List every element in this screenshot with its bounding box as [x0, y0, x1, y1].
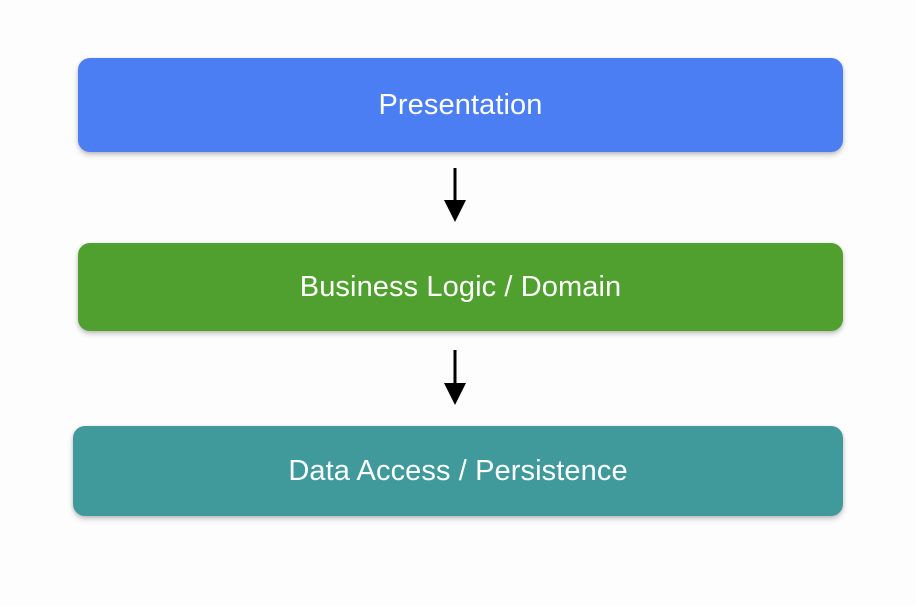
layer-box-business-logic[interactable]: Business Logic / Domain	[78, 243, 843, 331]
layer-label-data-access: Data Access / Persistence	[288, 454, 628, 487]
layer-box-data-access[interactable]: Data Access / Persistence	[73, 426, 843, 516]
layer-label-presentation: Presentation	[378, 88, 543, 121]
layer-box-presentation[interactable]: Presentation	[78, 58, 843, 152]
arrow-presentation-to-business-icon	[444, 168, 466, 222]
arrow-business-to-data-icon	[444, 350, 466, 405]
layer-label-business-logic: Business Logic / Domain	[299, 270, 622, 303]
